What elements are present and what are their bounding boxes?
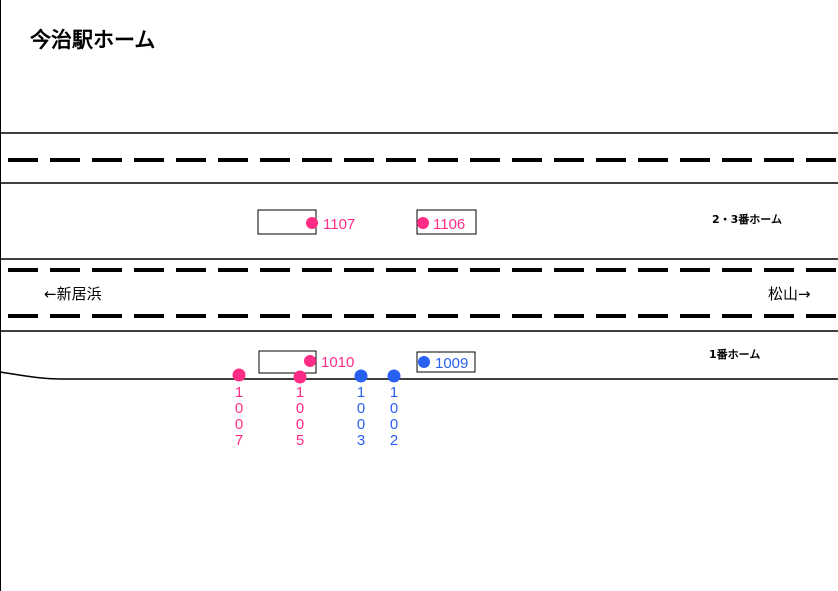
train-digit: 0 (357, 400, 365, 417)
train-1010[interactable]: 1010 (258, 350, 354, 374)
train-marker (387, 369, 401, 383)
train-number: 1106 (433, 216, 465, 233)
platform-1-label: 1番ホーム (709, 347, 760, 361)
train-digit: 2 (390, 432, 398, 449)
train-marker (306, 217, 318, 229)
page-title: 今治駅ホーム (30, 28, 155, 52)
train-digit: 0 (390, 400, 398, 417)
train-1107[interactable]: 1107 (257, 209, 355, 235)
train-digit: 0 (390, 416, 398, 433)
train-1005[interactable]: 1 0 0 5 (293, 370, 307, 450)
train-1009[interactable]: 1009 (416, 351, 476, 373)
train-digit: 0 (296, 416, 304, 433)
train-number: 1009 (435, 355, 468, 372)
train-digit: 0 (235, 416, 243, 433)
train-digit: 0 (235, 400, 243, 417)
track-1 (0, 132, 838, 184)
train-1003[interactable]: 1 0 0 3 (354, 369, 368, 450)
train-1002[interactable]: 1 0 0 2 (387, 369, 401, 450)
train-digit: 1 (235, 384, 243, 401)
train-marker (354, 369, 368, 383)
train-digit: 5 (296, 432, 304, 449)
platform-2-3-label: 2・3番ホーム (712, 212, 782, 226)
direction-left-label: ←新居浜 (44, 285, 102, 303)
train-marker (418, 356, 430, 368)
train-marker (232, 368, 246, 382)
train-digit: 0 (357, 416, 365, 433)
train-digit: 1 (390, 384, 398, 401)
direction-right-label: 松山→ (768, 285, 811, 303)
platform-1-edge (0, 371, 838, 380)
train-digit: 0 (296, 400, 304, 417)
train-1007[interactable]: 1 0 0 7 (232, 368, 246, 450)
train-box (416, 351, 476, 373)
train-digit: 1 (296, 384, 304, 401)
train-digit: 7 (235, 432, 243, 449)
train-marker (293, 370, 307, 384)
train-box (258, 350, 317, 374)
train-digit: 3 (357, 432, 365, 449)
track-2 (0, 258, 838, 332)
train-marker (417, 217, 429, 229)
train-marker (304, 355, 316, 367)
train-1106[interactable]: 1106 (416, 209, 477, 235)
train-number: 1107 (323, 216, 355, 233)
train-number: 1010 (321, 354, 354, 371)
train-digit: 1 (357, 384, 365, 401)
